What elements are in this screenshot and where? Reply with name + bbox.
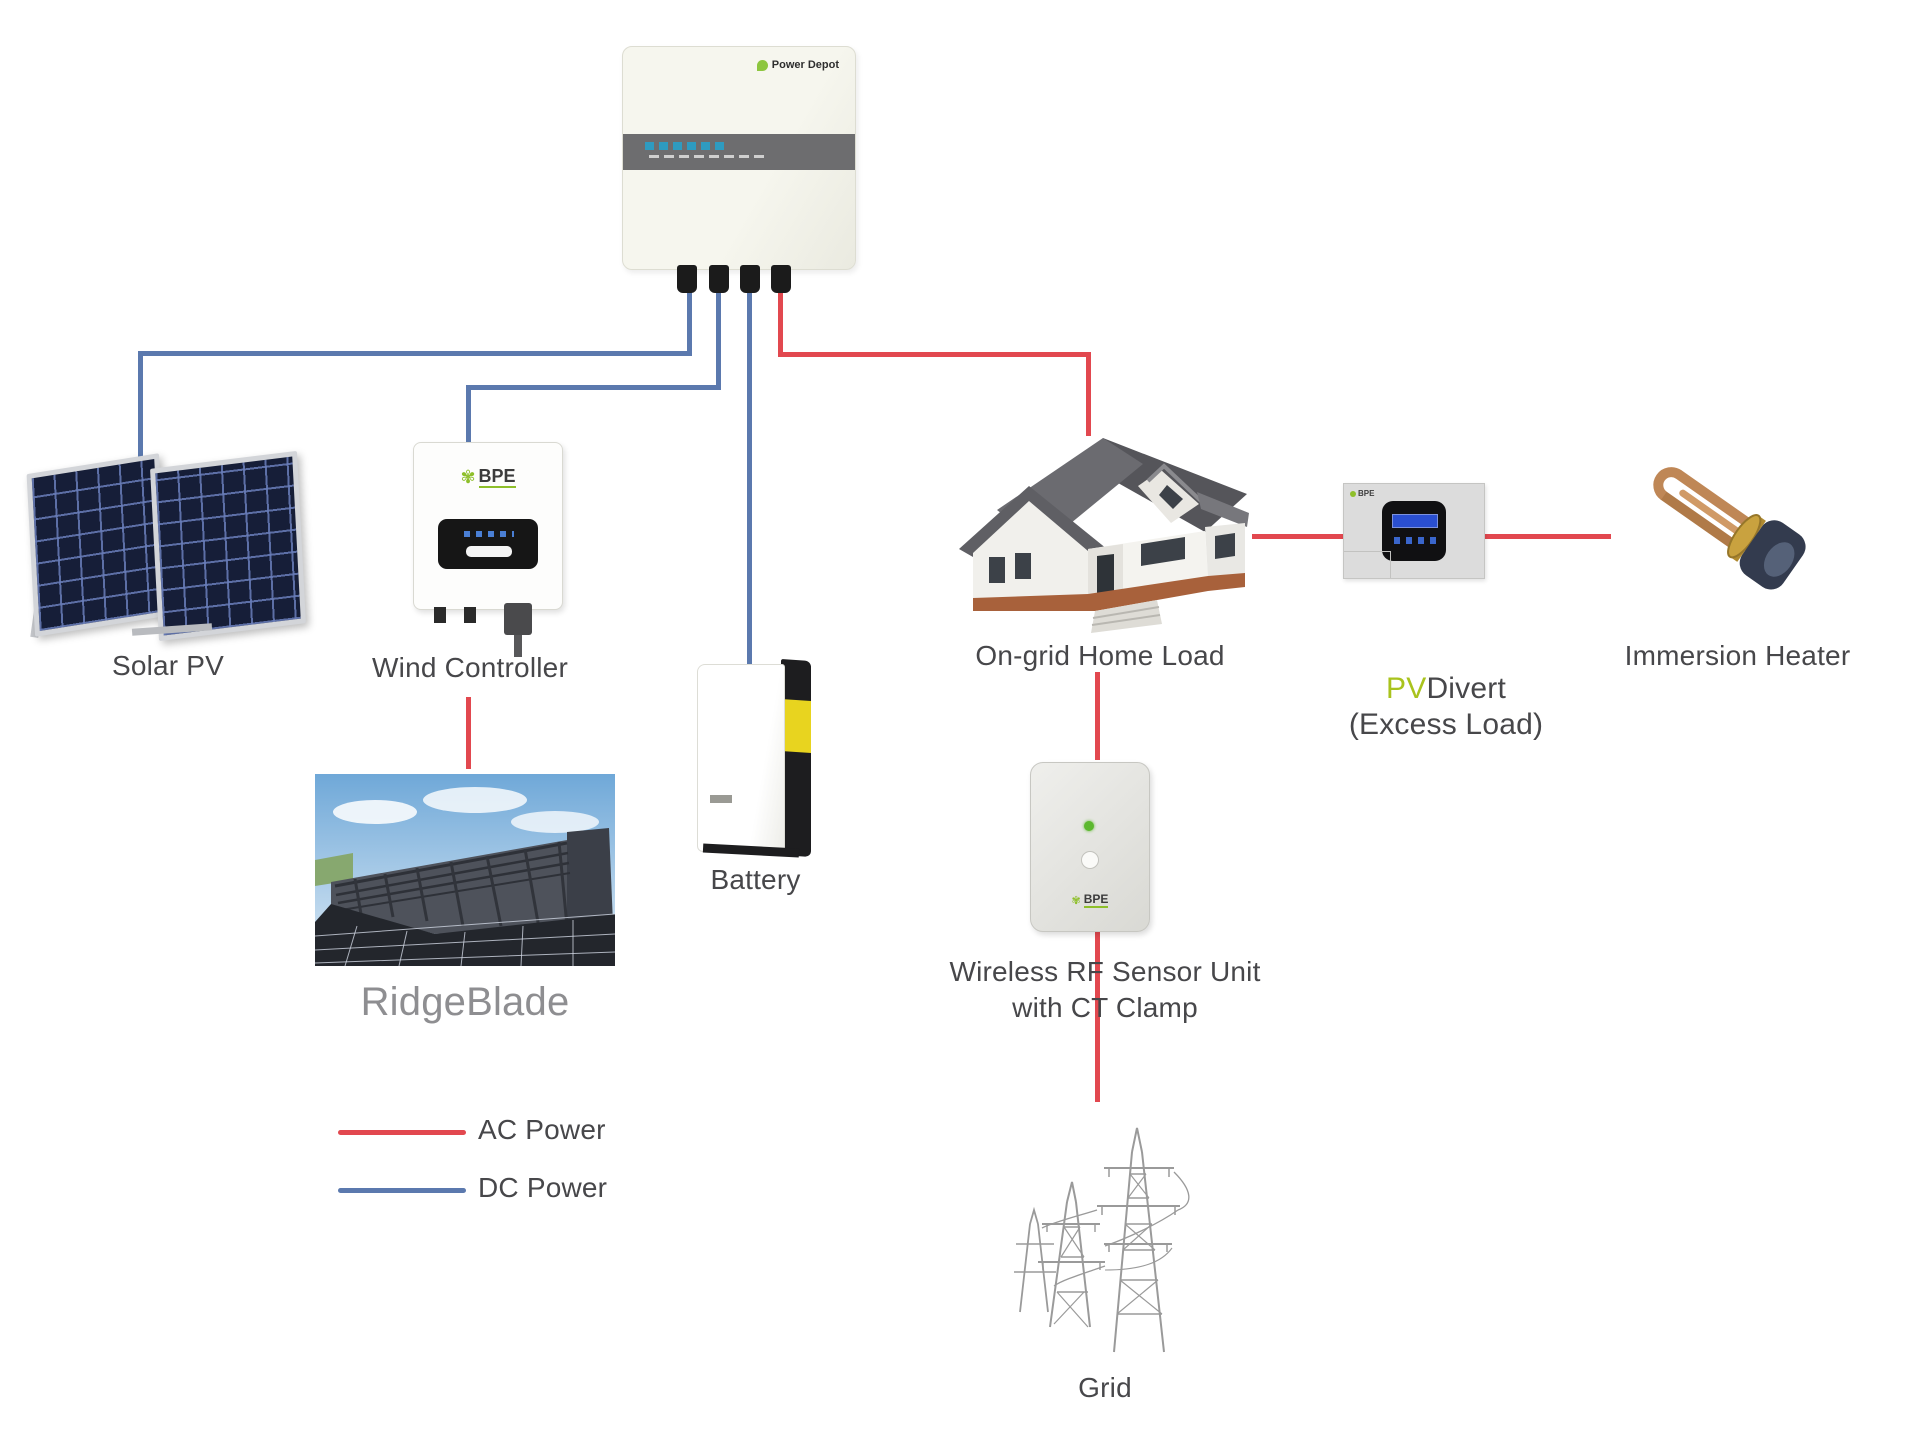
dc-wire-wind-v2 (466, 385, 471, 449)
inverter-port-3 (740, 265, 760, 293)
ac-wire-home-v1 (778, 284, 783, 357)
controller-cable (514, 635, 522, 657)
battery-label-chip (710, 795, 732, 803)
solar-panel-right (150, 450, 306, 642)
legend-ac-line (338, 1130, 466, 1135)
power-depot-logo: Power Depot (756, 59, 839, 71)
dc-wire-solar-v2 (138, 351, 143, 469)
bpe-flower-icon: ✾ (1071, 894, 1081, 907)
pv-divert-label-rest: Divert (1426, 672, 1506, 705)
bpe-logo-small: BPE (1350, 489, 1374, 498)
battery-yellow-band (781, 698, 811, 754)
ac-wire-heater (1483, 534, 1611, 539)
bpe-flower-icon: ✾ (460, 467, 476, 487)
controller-plug (504, 603, 532, 635)
divert-terminal-cover (1344, 551, 1391, 578)
controller-terminal-2 (464, 607, 476, 623)
dc-wire-wind-h (466, 385, 721, 390)
legend-ac-label: AC Power (478, 1114, 606, 1145)
immersion-heater-image (1628, 458, 1818, 636)
immersion-heater-label: Immersion Heater (1624, 640, 1851, 671)
pv-divert-label: PVDivert (1326, 672, 1566, 706)
pv-divert-unit: BPE (1343, 483, 1485, 579)
dc-wire-solar-h (138, 351, 692, 356)
grid-towers-illustration (1014, 1127, 1190, 1353)
house-illustration (959, 438, 1249, 633)
rf-sensor-label-line2: with CT Clamp (1012, 992, 1198, 1023)
dc-wire-battery (747, 284, 752, 668)
bpe-logo: ✾ BPE (414, 467, 562, 488)
battery-label: Battery (710, 864, 801, 895)
bpe-logo: ✾ BPE (1031, 893, 1149, 908)
inverter-port-1 (677, 265, 697, 293)
grid-label: Grid (1078, 1372, 1132, 1403)
inverter-port-2 (709, 265, 729, 293)
legend-dc-label: DC Power (478, 1172, 608, 1203)
inverter-display-stripe (623, 134, 855, 170)
ridgeblade-label: RidgeBlade (360, 980, 570, 1024)
wind-controller-label: Wind Controller (372, 652, 568, 683)
inverter-brand-marks (645, 142, 729, 150)
wind-controller-display (438, 519, 538, 569)
ac-wire-home-v2 (1086, 352, 1091, 436)
bpe-brand-text-small: BPE (1358, 489, 1375, 498)
immersion-heater-illustration (1653, 467, 1806, 590)
battery-image (697, 658, 817, 860)
legend-dc-line (338, 1188, 466, 1193)
battery-front-panel (697, 664, 785, 852)
display-led-row (464, 531, 514, 537)
bpe-brand-text: BPE (478, 466, 516, 488)
sensor-button (1081, 851, 1099, 869)
ac-wire-ridgeblade (466, 697, 471, 769)
dc-wire-wind-v1 (716, 284, 721, 390)
excess-load-label: (Excess Load) (1348, 708, 1544, 741)
ac-wire-grid (1095, 930, 1100, 1102)
ac-wire-sensor (1095, 672, 1100, 760)
power-depot-brand-text: Power Depot (771, 59, 839, 71)
divert-screen (1392, 514, 1438, 528)
solar-pv-label: Solar PV (111, 650, 225, 681)
inverter-sub-marks (649, 155, 769, 158)
solar-panel-left (26, 453, 168, 637)
ac-wire-divert (1252, 534, 1345, 539)
hybrid-inverter-unit: Power Depot (622, 46, 856, 293)
bpe-dot-icon (1350, 490, 1356, 497)
divert-buttons (1394, 537, 1436, 544)
pv-divert-label-pv: PV (1386, 672, 1427, 705)
solar-pv-image (22, 438, 314, 660)
home-load-image (945, 428, 1255, 633)
dc-wire-solar-v1 (687, 284, 692, 356)
home-load-label: On-grid Home Load (975, 640, 1225, 671)
grid-image (1012, 1112, 1202, 1362)
display-slot (466, 546, 512, 557)
divert-display (1382, 501, 1446, 561)
rf-sensor-label-line1: Wireless RF Sensor Unit (949, 956, 1261, 987)
ridgeblade-photo (315, 774, 615, 966)
wind-controller-unit: ✾ BPE (413, 442, 563, 657)
leaf-icon (756, 59, 768, 71)
sensor-led-icon (1084, 821, 1094, 831)
ac-wire-home-h (778, 352, 1091, 357)
rf-sensor-unit: ✾ BPE (1030, 762, 1150, 932)
inverter-port-4 (771, 265, 791, 293)
bpe-brand-text: BPE (1083, 892, 1109, 908)
ridgeblade-illustration (315, 774, 615, 966)
battery-side-panel (781, 658, 811, 858)
controller-terminal-1 (434, 607, 446, 623)
